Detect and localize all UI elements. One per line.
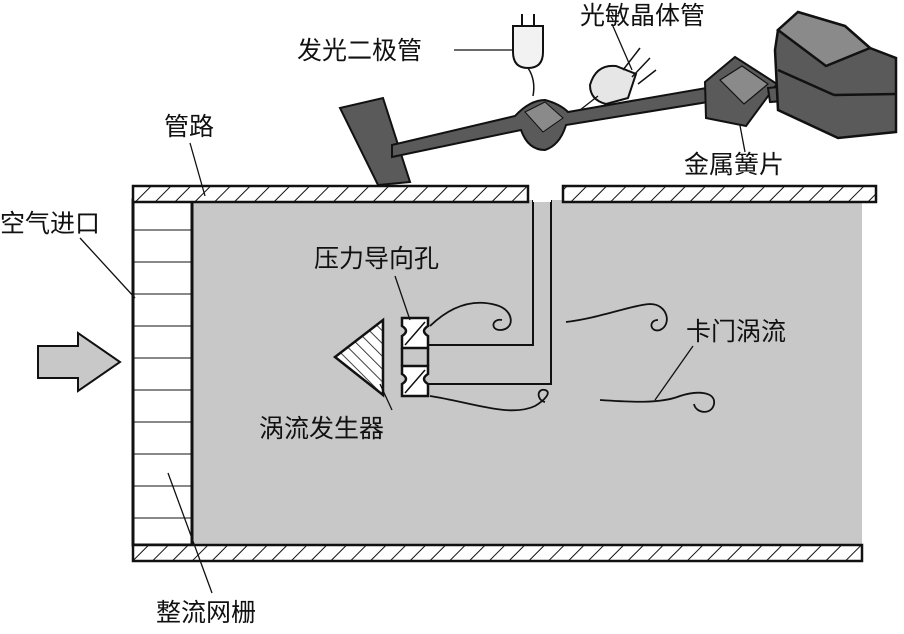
label-vortex-generator: 涡流发生器 xyxy=(259,414,385,443)
label-air-inlet: 空气进口 xyxy=(0,209,101,238)
label-karman-vortex: 卡门涡流 xyxy=(686,317,787,346)
karman-vortex-trails xyxy=(429,301,715,413)
led-icon xyxy=(512,14,544,97)
label-pipe: 管路 xyxy=(164,112,215,141)
label-phototransistor: 光敏晶体管 xyxy=(580,1,706,30)
label-metal-reed: 金属簧片 xyxy=(684,150,785,179)
metal-reed-assembly xyxy=(338,55,851,187)
photo-transistor-icon xyxy=(579,47,657,111)
inlet-arrow-icon xyxy=(37,331,122,393)
pipe-wall-top xyxy=(131,184,878,204)
reed-clamp-block xyxy=(773,10,898,140)
rectifier-grid xyxy=(131,198,194,547)
leader-lines xyxy=(79,23,746,594)
pressure-tubes xyxy=(428,200,552,385)
pipe-wall-bottom xyxy=(131,543,864,563)
label-led: 发光二极管 xyxy=(297,36,423,65)
tube-channel-in-wall xyxy=(533,186,551,202)
flow-channel xyxy=(192,200,862,545)
pressure-block-hatch xyxy=(404,321,426,394)
vortex-generator xyxy=(332,317,385,398)
label-pressure-guide-hole: 压力导向孔 xyxy=(314,244,440,273)
label-rectifier-grid: 整流网栅 xyxy=(156,598,257,627)
